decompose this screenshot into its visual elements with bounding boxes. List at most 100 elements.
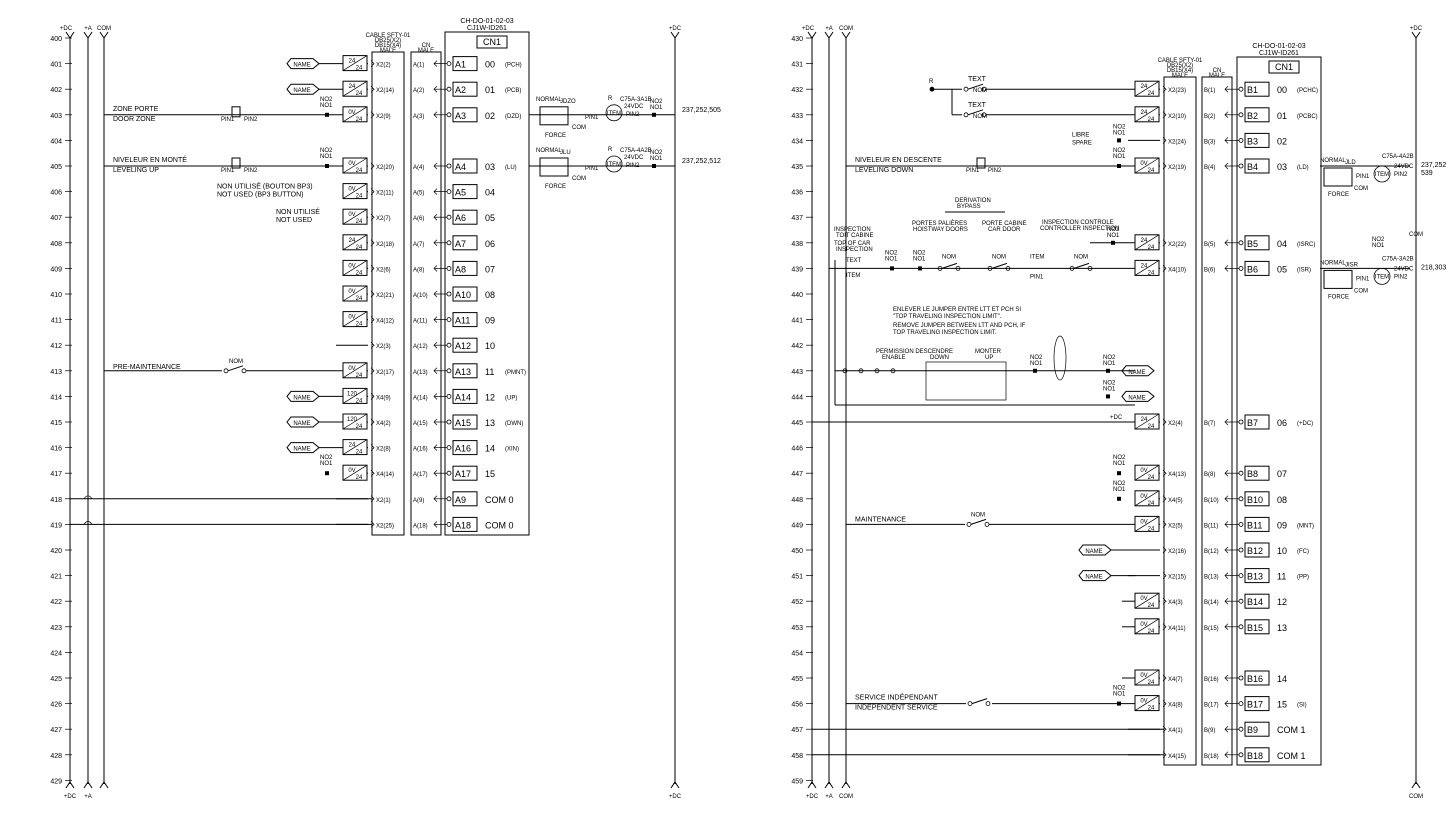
pin-arrow bbox=[370, 469, 375, 477]
relay-part: C75A-3A2B bbox=[1382, 256, 1414, 262]
input-address: A16 bbox=[455, 444, 471, 454]
contact-terminal bbox=[1005, 265, 1011, 271]
input-terminal bbox=[1238, 752, 1244, 758]
cable-sub: MALE bbox=[380, 48, 396, 54]
relay-item: ITEM bbox=[607, 111, 621, 117]
zone-en: DOOR ZONE bbox=[113, 116, 156, 123]
pin-arrow bbox=[370, 188, 375, 195]
relay-top-value: 24 bbox=[349, 84, 356, 90]
com-rail-label: COM bbox=[1409, 232, 1423, 238]
cn-pin: A(8) bbox=[413, 267, 424, 273]
input-number: 04 bbox=[1277, 239, 1287, 249]
rail-arrow bbox=[1411, 31, 1421, 39]
relay-bottom-value: 24 bbox=[1148, 629, 1155, 635]
cn-pin: A(6) bbox=[413, 216, 424, 222]
input-terminal bbox=[446, 368, 452, 374]
input-address: A17 bbox=[455, 469, 471, 479]
serv-en: INDEPENDENT SERVICE bbox=[855, 705, 938, 712]
cable-pin: X2(9) bbox=[376, 114, 391, 120]
relay-bottom-value: 24 bbox=[1148, 526, 1155, 532]
no2: NO2 bbox=[650, 99, 663, 105]
relay-bottom-value: 24 bbox=[356, 475, 363, 481]
r-label: R bbox=[929, 79, 934, 85]
rail-arrow bbox=[1411, 781, 1421, 789]
input-terminal bbox=[446, 240, 452, 246]
input-number: 10 bbox=[1277, 546, 1287, 556]
line-number: 400 bbox=[50, 36, 62, 43]
cable-pin: X4(3) bbox=[1168, 600, 1183, 606]
relay-vdc: 24VDC bbox=[1394, 266, 1414, 272]
input-address: B18 bbox=[1247, 751, 1263, 761]
relay-bottom-value: 24 bbox=[1148, 424, 1155, 430]
input-address-box bbox=[1244, 81, 1270, 97]
relay-item: ITEM bbox=[1375, 172, 1389, 178]
line-number: 455 bbox=[791, 676, 803, 683]
cable-pin: X2(6) bbox=[376, 267, 391, 273]
line-number: 454 bbox=[791, 650, 803, 657]
relay-diagonal bbox=[342, 311, 368, 327]
no1: NO1 bbox=[1113, 487, 1126, 493]
relay-bottom-value: 24 bbox=[1148, 501, 1155, 507]
input-address: B12 bbox=[1247, 546, 1263, 556]
pin-arrow bbox=[370, 521, 375, 528]
insp-ctrl-en: CONTROLLER INSPECTION bbox=[1040, 226, 1119, 232]
pin-arrow bbox=[1162, 162, 1167, 170]
plus-dc: +DC bbox=[1110, 415, 1123, 421]
contact-terminal bbox=[955, 265, 961, 271]
cable-pin: X2(2) bbox=[376, 63, 391, 69]
input-function: (PCB) bbox=[505, 88, 521, 94]
serv-fr: SERVICE INDÉPENDANT bbox=[855, 693, 938, 702]
input-address-box bbox=[1244, 465, 1270, 481]
item-coil bbox=[976, 157, 986, 169]
line-number: 424 bbox=[50, 650, 62, 657]
input-address: B4 bbox=[1247, 162, 1258, 172]
input-address: B2 bbox=[1247, 111, 1258, 121]
cable-label: CABLE SFTY-01 bbox=[366, 33, 411, 39]
line-number: 431 bbox=[791, 62, 803, 69]
cn-pin: A(1) bbox=[413, 63, 424, 69]
porte-cab-fr: PORTE CABINE bbox=[982, 221, 1027, 227]
pin-arrow bbox=[1162, 546, 1167, 554]
no2: NO2 bbox=[1113, 124, 1126, 130]
zone-fr: ZONE PORTE bbox=[113, 106, 159, 113]
cn-pin: A(15) bbox=[413, 421, 428, 427]
item-label: ITEM bbox=[1030, 254, 1044, 260]
input-number: COM 1 bbox=[1277, 751, 1306, 761]
cn-pin: A(10) bbox=[413, 293, 428, 299]
input-number: 08 bbox=[485, 290, 495, 300]
jumper-name: JLU bbox=[560, 150, 571, 156]
input-terminal bbox=[446, 342, 452, 348]
pin1: PIN1 bbox=[221, 168, 235, 174]
relay-r: R bbox=[608, 96, 613, 102]
input-address: A5 bbox=[455, 188, 466, 198]
input-number: 03 bbox=[485, 162, 495, 172]
no1: NO1 bbox=[320, 154, 333, 160]
relay-diagonal bbox=[342, 285, 368, 302]
input-address-box bbox=[1244, 568, 1270, 584]
pin-arrow bbox=[370, 290, 375, 298]
no1: NO1 bbox=[1113, 154, 1126, 160]
cn-pin: B(18) bbox=[1204, 754, 1219, 760]
input-terminal bbox=[446, 163, 452, 169]
deriv-en: BYPASS bbox=[957, 204, 981, 210]
nom: NOM bbox=[973, 114, 987, 120]
line-number: 452 bbox=[791, 599, 803, 606]
line-number: 434 bbox=[791, 138, 803, 145]
jumper-note: ENLEVER LE JUMPER ENTRE LTT ET PCH SI bbox=[893, 307, 1021, 313]
rail-arrow bbox=[83, 781, 93, 789]
cn-pin: A(4) bbox=[413, 165, 424, 171]
relay-top-value: 0V bbox=[348, 110, 355, 116]
text-label: TEXT bbox=[846, 258, 862, 264]
input-terminal bbox=[1238, 598, 1244, 604]
relay-bottom-value: 24 bbox=[1148, 680, 1155, 686]
cn-column bbox=[410, 51, 442, 536]
input-address-box bbox=[452, 388, 478, 404]
input-address: A13 bbox=[455, 367, 471, 377]
pin2: PIN2 bbox=[626, 163, 640, 169]
relay-diagonal bbox=[1134, 592, 1160, 609]
nom: NOM bbox=[973, 88, 987, 94]
contact-terminal bbox=[842, 368, 848, 374]
pin-arrow bbox=[370, 495, 375, 503]
no1: NO1 bbox=[650, 105, 663, 111]
name-tag bbox=[1121, 365, 1155, 377]
